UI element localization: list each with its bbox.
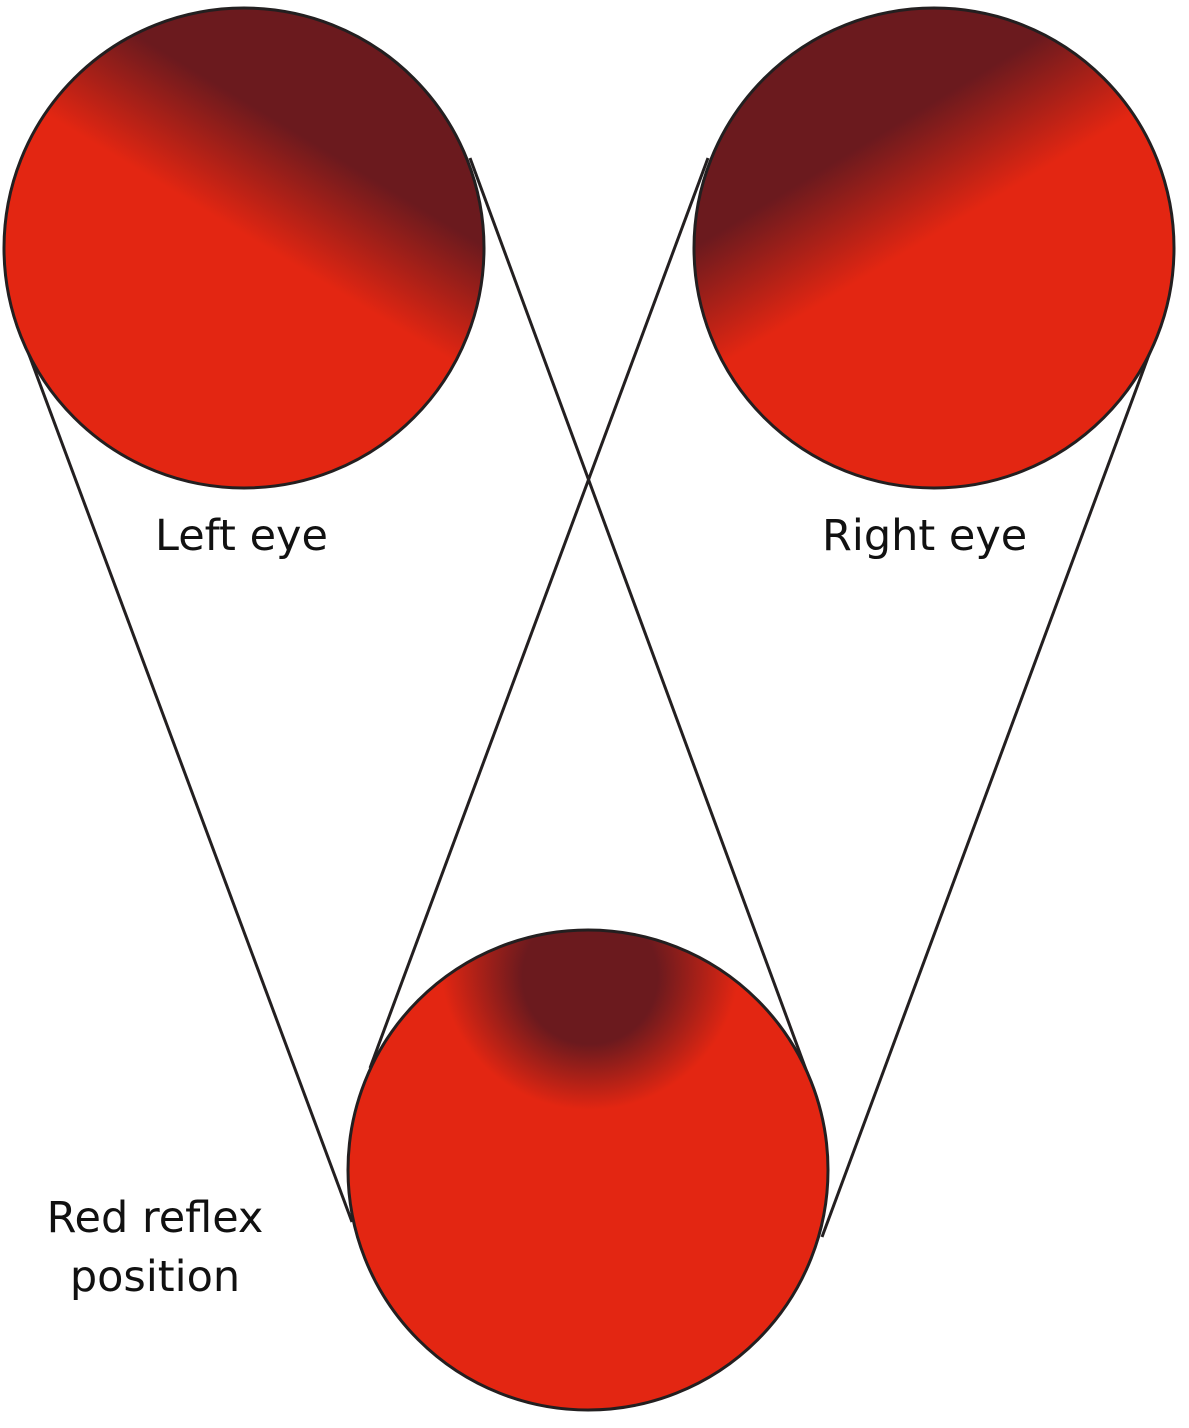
red-reflex-position (346, 928, 830, 1412)
left-eye-label: Left eye (155, 511, 328, 561)
right-eye-reflex (692, 6, 1176, 490)
connector-right-inner (368, 157, 710, 1069)
connector-left-inner (468, 157, 810, 1076)
left-eye-reflex (2, 6, 486, 490)
red-reflex-position-label: Red reflex position (20, 1189, 290, 1307)
red-reflex-label-line2: position (69, 1252, 241, 1302)
connector-lines (16, 157, 1162, 1238)
red-reflex-label-line1: Red reflex (46, 1193, 264, 1243)
connector-right-outer (820, 324, 1162, 1238)
connector-left-outer (16, 324, 354, 1223)
right-eye-label: Right eye (822, 511, 1028, 561)
